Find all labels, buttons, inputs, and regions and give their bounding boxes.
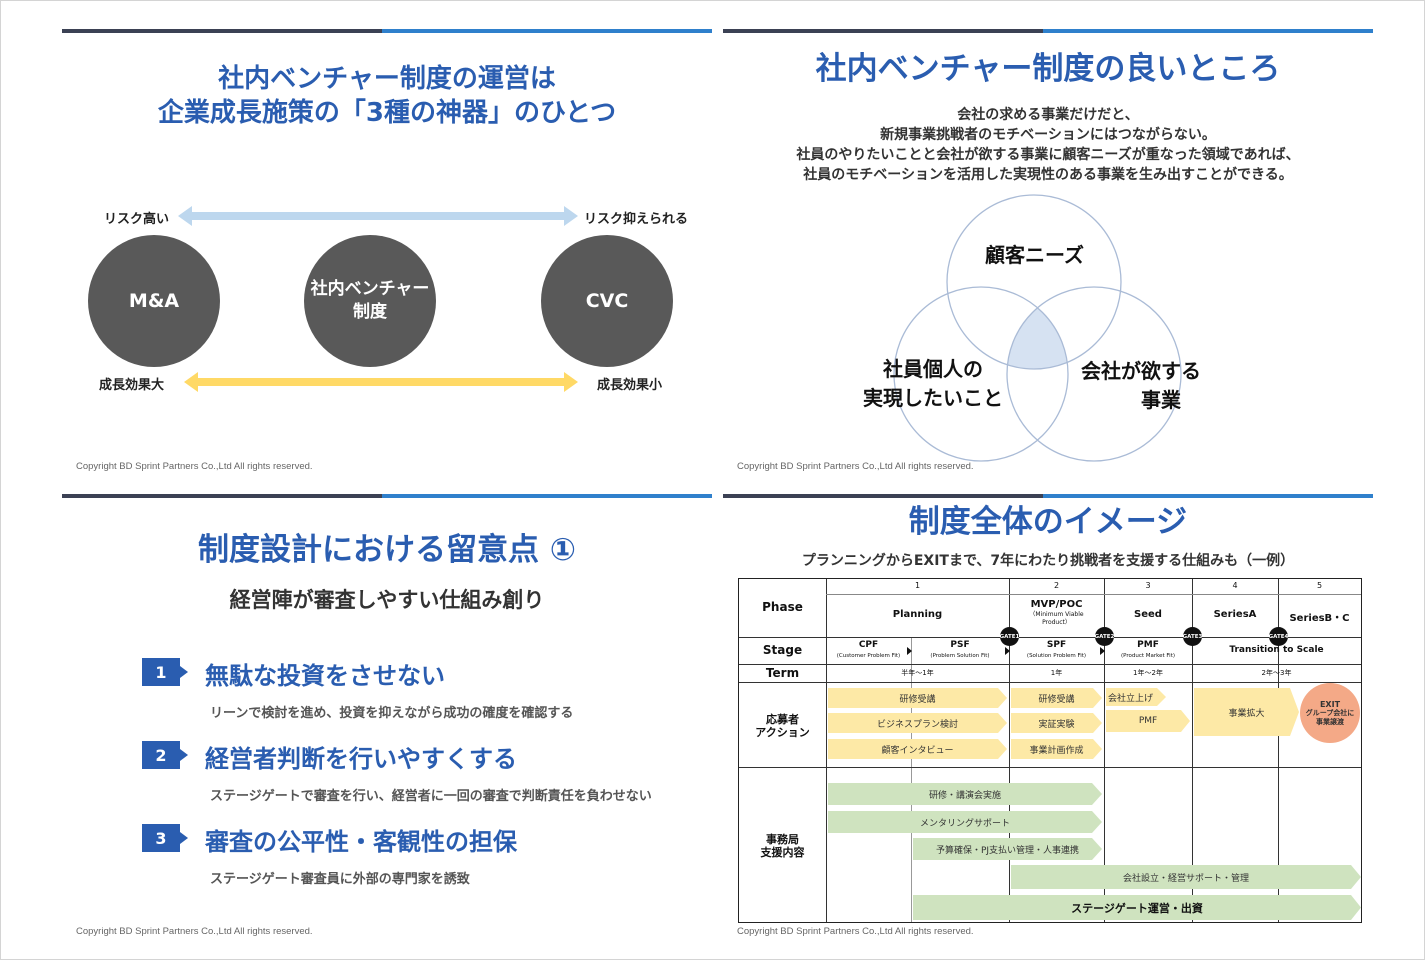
phase-number: 1 [914, 581, 921, 590]
action-arrow: 実証実験 [1011, 713, 1102, 733]
stage-cell: PMF (Product Market Fit) [1120, 640, 1176, 659]
slide-title: 制度全体のイメージ [908, 504, 1188, 540]
slide-title: 社内ベンチャー制度の運営は 企業成長施策の「3種の神器」のひとつ [62, 62, 712, 130]
stage-cell: Transition to Scale [1229, 645, 1324, 655]
stage-arrow-icon [1100, 647, 1105, 655]
stage-arrow-icon [907, 647, 912, 655]
point-description: ステージゲートで審査を行い、経営者に一回の審査で判断責任を負わせない [210, 789, 652, 804]
circle-ma: M&A [88, 235, 220, 367]
copyright: Copyright BD Sprint Partners Co.,Ltd All… [737, 926, 974, 937]
venn-diagram [893, 194, 1182, 462]
description-line: 新規事業挑戦者のモチベーションにはつながらない。 [880, 127, 1216, 143]
slide-title: 制度設計における留意点 ① [197, 532, 577, 568]
point-number-badge: 3 [142, 824, 188, 852]
action-arrow: PMF [1106, 710, 1190, 732]
term-cell: 半年〜1年 [901, 669, 934, 677]
slide-subtitle: プランニングからEXITまで、7年にわたり挑戦者を支援する仕組みも（一例） [801, 553, 1295, 569]
action-arrow: 顧客インタビュー [828, 739, 1007, 759]
point-number-badge: 2 [142, 741, 188, 769]
phase-name: SeriesB・C [1289, 613, 1350, 624]
description-line: 会社の求める事業だけだと、 [957, 107, 1139, 123]
support-arrow: 会社設立・経営サポート・管理 [1011, 865, 1361, 889]
point-number-badge: 1 [142, 658, 188, 686]
phase-number: 5 [1316, 581, 1323, 590]
action-arrow: 会社立上げ [1106, 688, 1166, 706]
venn-employee-wish: 社員個人の実現したいこと [863, 357, 1003, 410]
action-arrow: 研修受講 [1011, 688, 1102, 708]
stage-gate-1: GATE1 [1000, 627, 1019, 646]
slide-program-overview: 制度全体のイメージ プランニングからEXITまで、7年にわたり挑戦者を支援する仕… [723, 494, 1373, 954]
row-label-applicant: 応募者アクション [755, 713, 810, 739]
slide-top-bar [62, 494, 712, 498]
description-line: 社員のモチベーションを活用した実現性のある事業を生み出すことができる。 [803, 167, 1293, 183]
growth-double-arrow [184, 372, 578, 392]
slide-three-treasures: 社内ベンチャー制度の運営は 企業成長施策の「3種の神器」のひとつ リスク高い リ… [62, 29, 712, 489]
description-line: 社員のやりたいことと会社が欲する事業に顧客ニーズが重なった領域であれば、 [796, 147, 1300, 163]
venn-customer-needs: 顧客ニーズ [985, 243, 1084, 267]
growth-big-label: 成長効果大 [99, 378, 165, 393]
action-arrow: 研修受講 [828, 688, 1007, 708]
term-cell: 1年 [1050, 669, 1063, 677]
support-arrow-stage-gate: ステージゲート運営・出資 [913, 895, 1361, 920]
copyright: Copyright BD Sprint Partners Co.,Ltd All… [76, 926, 313, 937]
risk-double-arrow [178, 206, 578, 226]
slide-title: 社内ベンチャー制度の良いところ [815, 51, 1281, 87]
slide-design-points: 制度設計における留意点 ① 経営陣が審査しやすい仕組み創り 1 無駄な投資をさせ… [62, 494, 712, 954]
term-cell: 1年〜2年 [1133, 669, 1163, 677]
phase-name: Seed [1134, 609, 1162, 620]
program-table: Phase Stage Term 応募者アクション 事務局支援内容 1 2 3 … [738, 578, 1362, 923]
slide-subtitle: 経営陣が審査しやすい仕組み創り [229, 588, 545, 612]
phase-name: SeriesA [1213, 609, 1257, 620]
stage-cell: PSF (Problem Solution Fit) [930, 640, 990, 659]
point-description: ステージゲート審査員に外部の専門家を誘致 [210, 872, 470, 887]
support-arrow: メンタリングサポート [828, 811, 1102, 833]
action-arrow: 事業拡大 [1194, 688, 1299, 736]
slide-top-bar [723, 29, 1373, 33]
phase-number: 3 [1145, 581, 1151, 590]
point-description: リーンで検討を進め、投資を抑えながら成功の確度を確認する [210, 706, 574, 721]
copyright: Copyright BD Sprint Partners Co.,Ltd All… [737, 461, 974, 472]
stage-gate-2: GATE2 [1095, 627, 1114, 646]
risk-high-label: リスク高い [104, 212, 170, 227]
support-arrow: 研修・講演会実施 [828, 783, 1102, 805]
row-label-phase: Phase [762, 600, 803, 614]
risk-low-label: リスク抑えられる [584, 212, 689, 227]
phase-name: MVP/POC （Minimum Viable Product） [1029, 599, 1084, 626]
phase-name: Planning [892, 609, 943, 620]
phase-number: 4 [1232, 581, 1238, 590]
title-line-2: 企業成長施策の「3種の神器」のひとつ [157, 98, 617, 128]
point-heading: 経営者判断を行いやすくする [205, 745, 517, 773]
action-arrow: 事業計画作成 [1011, 739, 1102, 759]
support-arrow: 予算確保・PJ支払い管理・人事連携 [913, 838, 1102, 860]
copyright: Copyright BD Sprint Partners Co.,Ltd All… [76, 461, 313, 472]
stage-gate-4: GATE4 [1269, 627, 1288, 646]
row-label-stage: Stage [762, 643, 803, 657]
venn-company-business: 会社が欲する事業 [1081, 359, 1201, 412]
slide-top-bar [62, 29, 712, 33]
row-label-term: Term [765, 666, 800, 680]
point-heading: 審査の公平性・客観性の担保 [205, 828, 517, 856]
slide-venture-merits: 社内ベンチャー制度の良いところ 会社の求める事業だけだと、 新規事業挑戦者のモチ… [723, 29, 1373, 489]
circle-internal-venture: 社内ベンチャー制度 [304, 235, 436, 367]
title-line-1: 社内ベンチャー制度の運営は [218, 64, 556, 94]
stage-gate-3: GATE3 [1183, 627, 1202, 646]
circle-cvc: CVC [541, 235, 673, 367]
stage-arrow-icon [1005, 647, 1010, 655]
slide-top-bar [723, 494, 1373, 498]
action-arrow: ビジネスプラン検討 [828, 713, 1007, 733]
phase-number: 2 [1053, 581, 1060, 590]
stage-cell: SPF (Solution Problem Fit) [1026, 640, 1087, 659]
point-heading: 無駄な投資をさせない [205, 662, 445, 690]
stage-cell: CPF (Customer Problem Fit) [836, 640, 901, 659]
row-label-office: 事務局支援内容 [760, 833, 805, 859]
growth-small-label: 成長効果小 [597, 378, 663, 393]
slide-description: 会社の求める事業だけだと、 新規事業挑戦者のモチベーションにはつながらない。 社… [723, 105, 1373, 185]
term-cell: 2年〜3年 [1261, 669, 1292, 677]
